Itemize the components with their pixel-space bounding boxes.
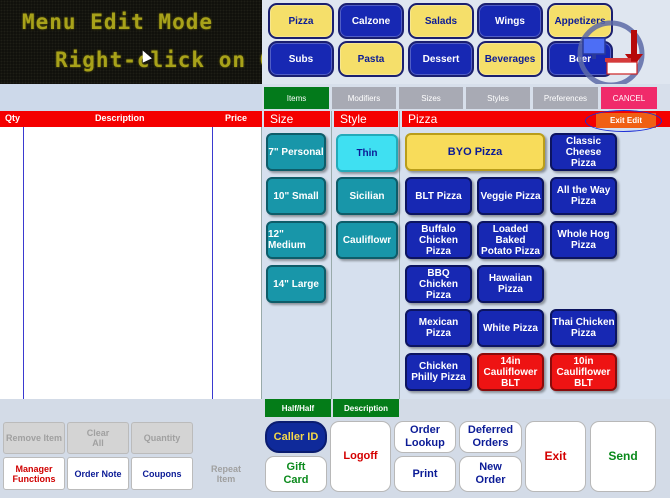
exit-button[interactable]: Exit xyxy=(525,421,586,492)
exit-edit-highlight xyxy=(585,110,662,132)
14in-cauliflower-blt-button[interactable]: 14in Cauliflower BLT xyxy=(477,353,544,391)
category-calzone-button[interactable]: Calzone xyxy=(338,3,404,39)
tab-preferences[interactable]: Preferences xyxy=(533,87,598,109)
style-sicilian-button[interactable]: Sicilian xyxy=(336,177,398,215)
manager-functions-button[interactable]: Manager Functions xyxy=(3,457,65,490)
chicken-philly-pizza-button[interactable]: Chicken Philly Pizza xyxy=(405,353,472,391)
size-7-personal-button[interactable]: 7" Personal xyxy=(266,133,326,171)
category-pasta-button[interactable]: Pasta xyxy=(338,41,404,77)
mexican-pizza-button[interactable]: Mexican Pizza xyxy=(405,309,472,347)
blt-pizza-button[interactable]: BLT Pizza xyxy=(405,177,472,215)
new-order-button[interactable]: New Order xyxy=(459,456,522,492)
edit-mode-icon[interactable] xyxy=(571,20,651,88)
deferred-orders-button[interactable]: Deferred Orders xyxy=(459,421,522,453)
white-pizza-button[interactable]: White Pizza xyxy=(477,309,544,347)
logoff-button[interactable]: Logoff xyxy=(330,421,391,492)
thai-chicken-pizza-button[interactable]: Thai Chicken Pizza xyxy=(550,309,617,347)
all-the-way-pizza-button[interactable]: All the Way Pizza xyxy=(550,177,617,215)
category-salads-button[interactable]: Salads xyxy=(408,3,474,39)
coupons-button[interactable]: Coupons xyxy=(131,457,193,490)
tab-sizes[interactable]: Sizes xyxy=(399,87,463,109)
category-appetizers-button[interactable]: Appetizers xyxy=(547,3,613,39)
bbq-chicken-pizza-button[interactable]: BBQ Chicken Pizza xyxy=(405,265,472,303)
style-thin-button[interactable]: Thin xyxy=(336,134,398,172)
size-12-medium-button[interactable]: 12" Medium xyxy=(266,221,326,259)
price-header: Price xyxy=(225,113,248,123)
loaded-baked-potato-pizza-button[interactable]: Loaded Baked Potato Pizza xyxy=(477,221,544,259)
size-10-small-button[interactable]: 10" Small xyxy=(266,177,326,215)
hawaiian-pizza-button[interactable]: Hawaiian Pizza xyxy=(477,265,544,303)
column-divider xyxy=(212,127,213,399)
caller-id-button[interactable]: Caller ID xyxy=(265,421,327,453)
category-wings-button[interactable]: Wings xyxy=(477,3,543,39)
description-tab[interactable]: Description xyxy=(333,399,399,417)
repeat-item-button[interactable]: Repeat Item xyxy=(195,457,257,490)
half-half-tab[interactable]: Half/Half xyxy=(265,399,331,417)
veggie-pizza-button[interactable]: Veggie Pizza xyxy=(477,177,544,215)
10in-cauliflower-blt-button[interactable]: 10in Cauliflower BLT xyxy=(550,353,617,391)
style-header: Style xyxy=(334,111,398,127)
tab-modifiers[interactable]: Modifiers xyxy=(332,87,396,109)
whole-hog-pizza-button[interactable]: Whole Hog Pizza xyxy=(550,221,617,259)
print-button[interactable]: Print xyxy=(394,456,456,492)
send-button[interactable]: Send xyxy=(590,421,656,492)
gift-card-button[interactable]: Gift Card xyxy=(265,456,327,492)
byo-pizza-button[interactable]: BYO Pizza xyxy=(405,133,545,171)
order-note-button[interactable]: Order Note xyxy=(67,457,129,490)
banner-line-1: Menu Edit Mode xyxy=(22,10,214,34)
category-beverages-button[interactable]: Beverages xyxy=(477,41,543,77)
category-subs-button[interactable]: Subs xyxy=(268,41,334,77)
category-dessert-button[interactable]: Dessert xyxy=(408,41,474,77)
size-14-large-button[interactable]: 14" Large xyxy=(266,265,326,303)
banner-line-2: Right-click on Grou xyxy=(55,48,262,72)
clear-all-button[interactable]: Clear All xyxy=(67,422,129,454)
tab-styles[interactable]: Styles xyxy=(466,87,530,109)
buffalo-chicken-pizza-button[interactable]: Buffalo Chicken Pizza xyxy=(405,221,472,259)
cancel-button[interactable]: CANCEL xyxy=(601,87,657,109)
order-lookup-button[interactable]: Order Lookup xyxy=(394,421,456,453)
quantity-button[interactable]: Quantity xyxy=(131,422,193,454)
order-list-header: Qty Description Price xyxy=(0,111,262,127)
led-banner: Menu Edit Mode Right-click on Grou xyxy=(0,0,262,84)
remove-item-button[interactable]: Remove Item xyxy=(3,422,65,454)
order-list[interactable] xyxy=(0,111,262,399)
description-header: Description xyxy=(95,113,145,123)
tab-items[interactable]: Items xyxy=(264,87,329,109)
classic-cheese-pizza-button[interactable]: Classic Cheese Pizza xyxy=(550,133,617,171)
style-cauliflower-button[interactable]: Cauliflowr xyxy=(336,221,398,259)
size-header: Size xyxy=(264,111,330,127)
column-divider xyxy=(23,127,24,399)
qty-header: Qty xyxy=(5,113,21,123)
category-pizza-button[interactable]: Pizza xyxy=(268,3,334,39)
